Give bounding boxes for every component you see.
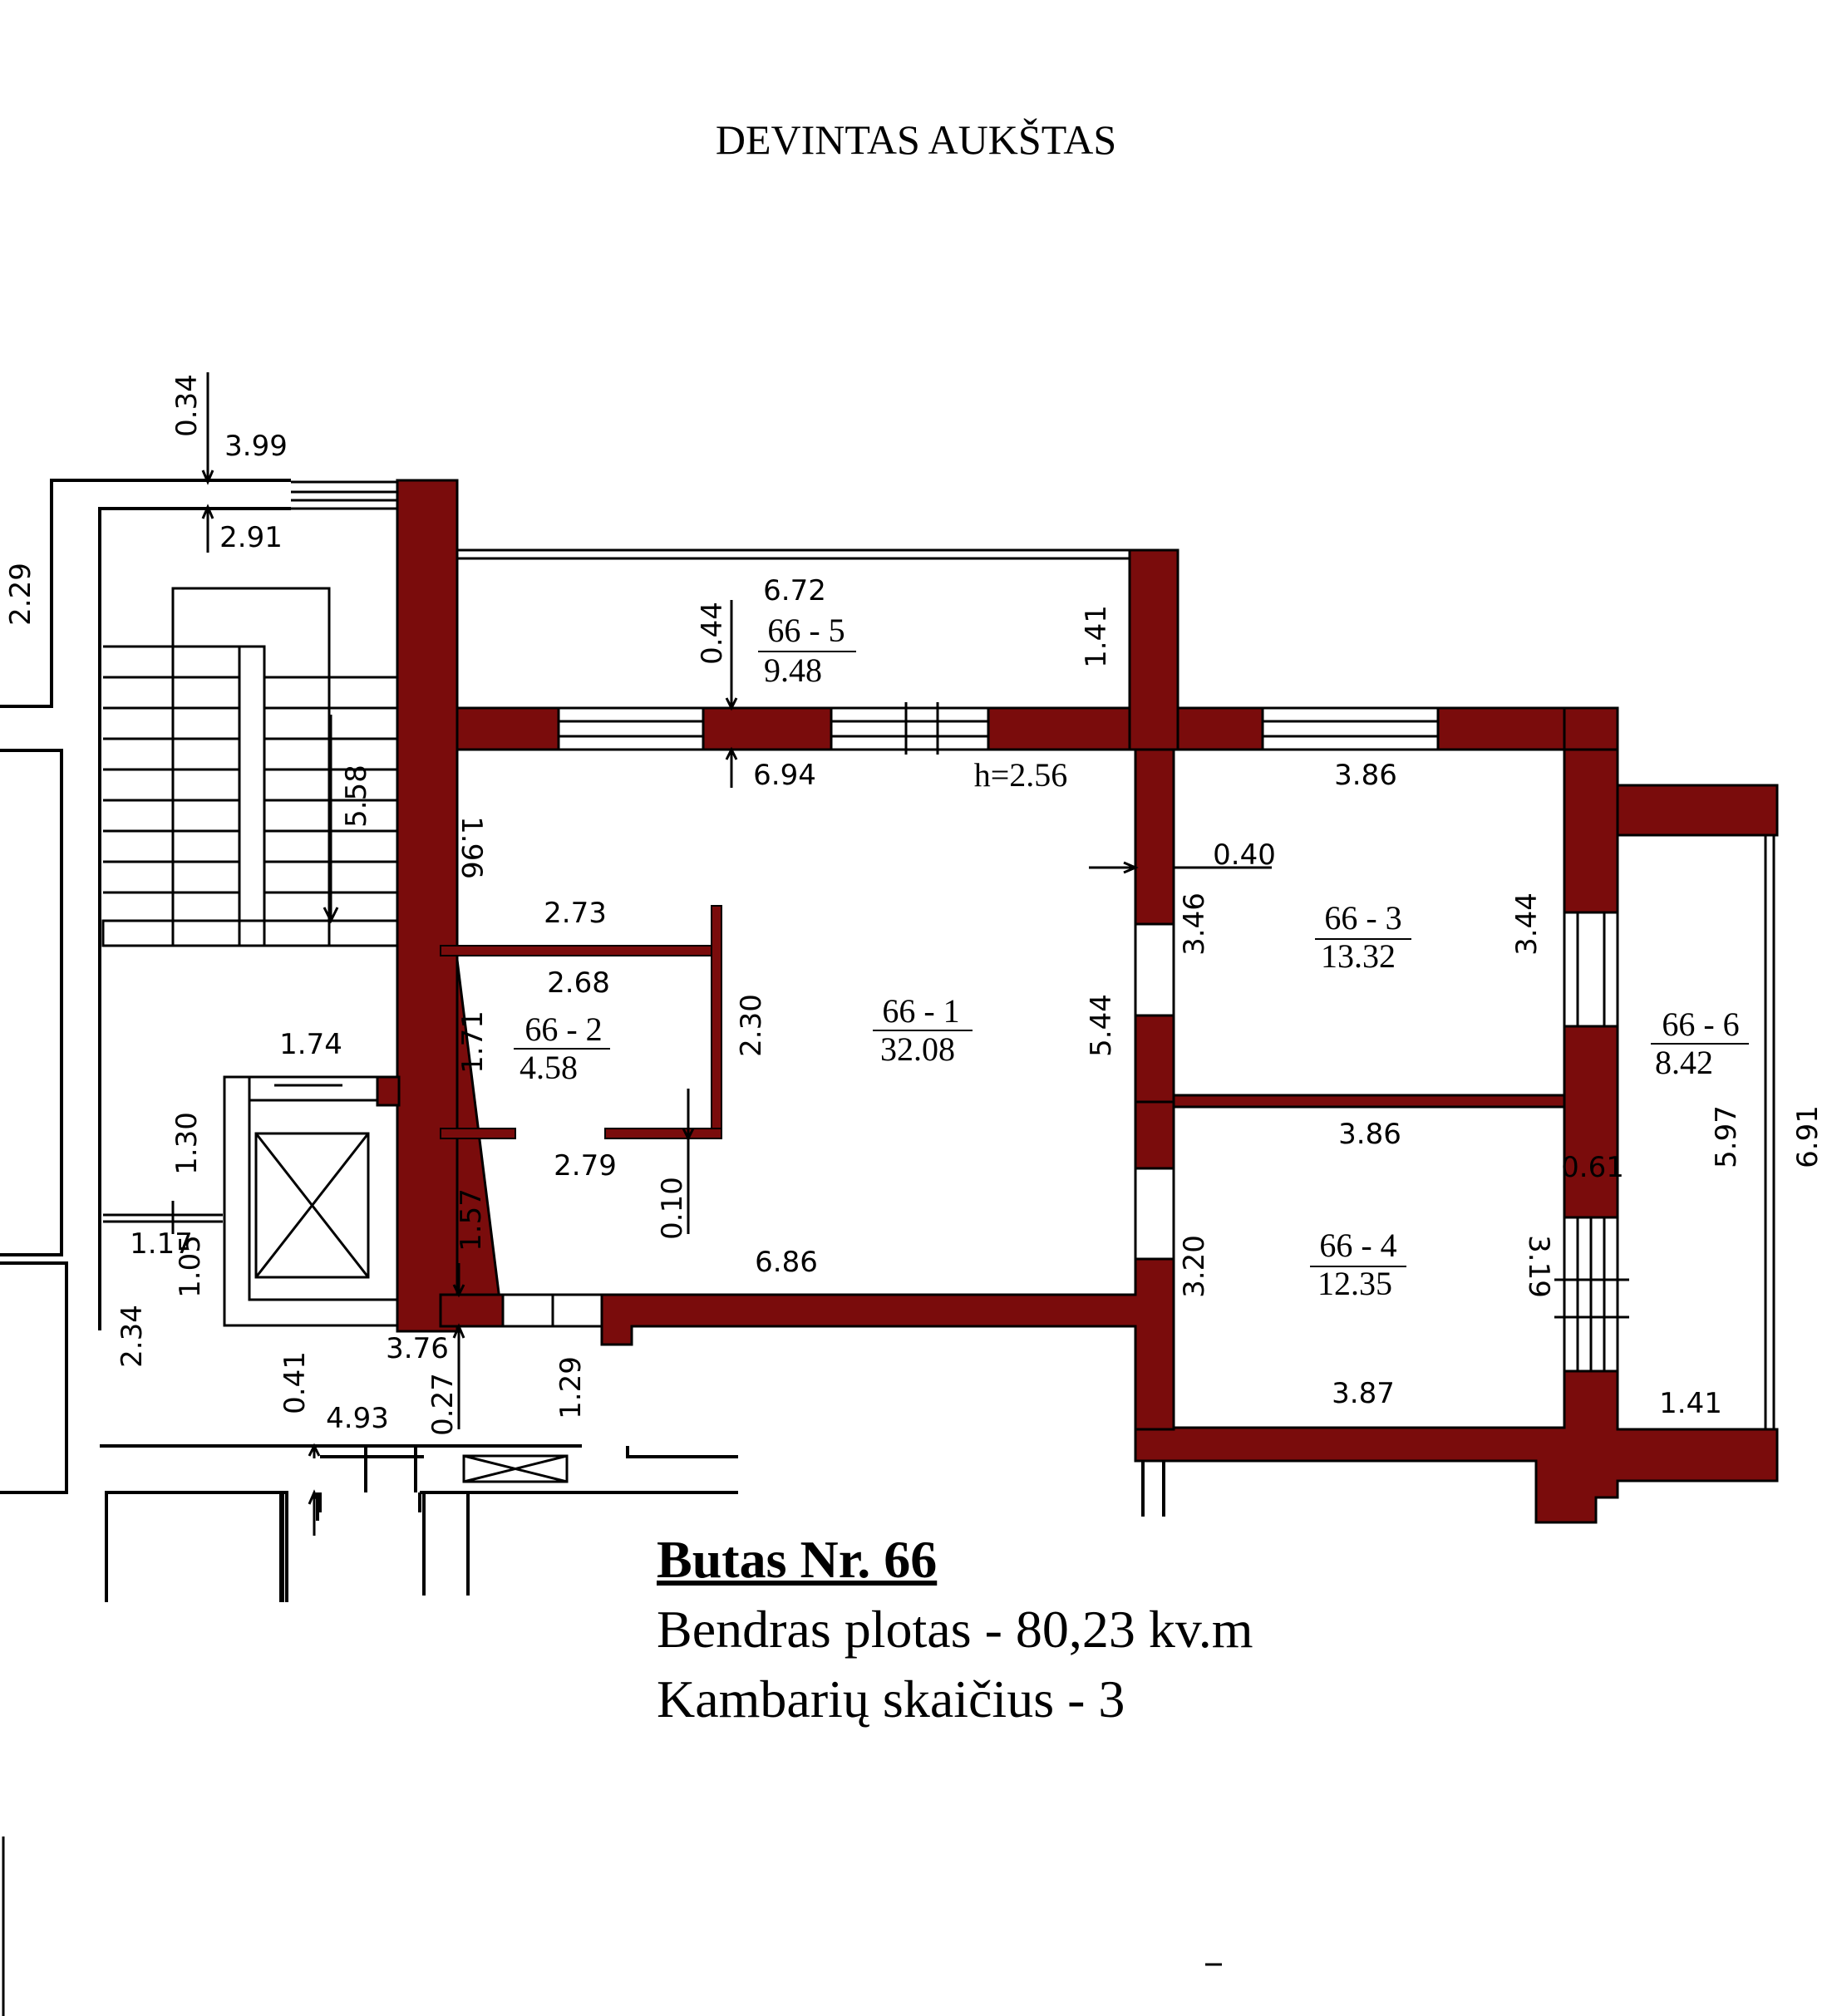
- dim-3-76: 3.76: [386, 1332, 449, 1365]
- edge-marks: [2, 1837, 1222, 2016]
- total-area: Bendras plotas - 80,23 kv.m: [657, 1600, 1253, 1659]
- dim-1-71: 1.71: [456, 1010, 490, 1074]
- dim-0-41: 0.41: [278, 1351, 312, 1414]
- dim-5-97: 5.97: [1710, 1105, 1743, 1168]
- room-id: 66 - 1: [882, 992, 959, 1030]
- dim-0-40: 0.40: [1213, 838, 1276, 872]
- room-id: 66 - 6: [1662, 1006, 1739, 1043]
- balcony-outlines: [456, 548, 1775, 1429]
- dimension-labels: 0.34 3.99 2.91 2.29 6.72 0.44 1.41 6.94 …: [4, 374, 1825, 1436]
- door-symbol: [462, 1454, 569, 1483]
- apartment-info: Butas Nr. 66 Bendras plotas - 80,23 kv.m…: [657, 1525, 1253, 1734]
- dim-3-86-mid: 3.86: [1338, 1118, 1401, 1151]
- dim-2-91: 2.91: [219, 521, 283, 554]
- dim-0-44: 0.44: [696, 602, 729, 665]
- dim-3-44: 3.44: [1510, 892, 1544, 956]
- dim-1-41-top: 1.41: [1080, 605, 1113, 668]
- room-66-5: 66 - 5 9.48: [758, 612, 856, 689]
- floor-title: DEVINTAS AUKŠTAS: [716, 116, 1116, 163]
- dim-6-72: 6.72: [763, 574, 826, 607]
- apartment-heading: Butas Nr. 66: [657, 1530, 938, 1589]
- dim-1-30: 1.30: [170, 1112, 204, 1175]
- dim-1-74: 1.74: [279, 1028, 342, 1061]
- room-area: 9.48: [764, 652, 822, 689]
- room-labels: 66 - 5 9.48 66 - 3 13.32 66 - 1 32.08 66…: [514, 612, 1749, 1302]
- dim-6-86: 6.86: [755, 1246, 818, 1279]
- dim-1-29: 1.29: [554, 1356, 588, 1419]
- dim-2-30: 2.30: [735, 994, 768, 1057]
- room-area: 13.32: [1321, 937, 1396, 975]
- room-area: 32.08: [880, 1030, 955, 1068]
- dimension-arrows: [201, 372, 1272, 1536]
- room-area: 8.42: [1655, 1044, 1713, 1081]
- room-id: 66 - 5: [767, 612, 845, 649]
- dim-1-41-bottom: 1.41: [1659, 1387, 1722, 1420]
- windows: [501, 702, 1629, 1373]
- dim-3-20: 3.20: [1178, 1235, 1211, 1298]
- dim-6-94: 6.94: [753, 759, 816, 792]
- ground-lines: [281, 1446, 1165, 1602]
- dim-3-87: 3.87: [1332, 1377, 1395, 1410]
- bathroom-walls: [440, 905, 722, 1139]
- room-66-4: 66 - 4 12.35: [1310, 1227, 1406, 1302]
- dim-1-17: 1.17: [130, 1227, 193, 1261]
- dim-0-61: 0.61: [1561, 1151, 1624, 1184]
- dim-2-34: 2.34: [116, 1305, 149, 1368]
- dim-0-10: 0.10: [656, 1177, 689, 1240]
- dim-3-99: 3.99: [224, 430, 288, 463]
- dim-3-46: 3.46: [1178, 892, 1211, 956]
- dim-2-68: 2.68: [547, 966, 610, 1000]
- room-id: 66 - 4: [1319, 1227, 1396, 1264]
- room-id: 66 - 3: [1324, 899, 1401, 937]
- room-area: 4.58: [520, 1049, 578, 1086]
- room-66-6: 66 - 6 8.42: [1651, 1006, 1749, 1081]
- room-66-1: 66 - 1 32.08: [873, 992, 973, 1068]
- elevator-shaft: [223, 1075, 416, 1327]
- dim-4-93: 4.93: [326, 1402, 389, 1435]
- room-count: Kambarių skaičius - 3: [657, 1669, 1125, 1728]
- dim-5-44: 5.44: [1085, 994, 1118, 1057]
- dim-2-29: 2.29: [4, 563, 37, 626]
- dim-5-58: 5.58: [340, 765, 373, 828]
- dim-0-34: 0.34: [170, 374, 204, 437]
- room-66-2: 66 - 2 4.58: [514, 1010, 610, 1086]
- dim-3-86-top: 3.86: [1334, 759, 1397, 792]
- ceiling-height: h=2.56: [974, 756, 1068, 794]
- room-id: 66 - 2: [524, 1010, 602, 1048]
- room-66-3: 66 - 3 13.32: [1315, 899, 1411, 975]
- dim-2-79: 2.79: [554, 1149, 617, 1183]
- dim-3-19: 3.19: [1522, 1235, 1555, 1298]
- dim-1-57: 1.57: [455, 1188, 488, 1251]
- dim-2-73: 2.73: [544, 897, 607, 930]
- room-area: 12.35: [1317, 1265, 1392, 1302]
- dim-1-05: 1.05: [174, 1235, 207, 1298]
- dim-6-91: 6.91: [1791, 1105, 1825, 1168]
- dim-0-27: 0.27: [426, 1373, 460, 1436]
- dim-1-96: 1.96: [455, 816, 488, 879]
- stair-opening: [291, 480, 399, 510]
